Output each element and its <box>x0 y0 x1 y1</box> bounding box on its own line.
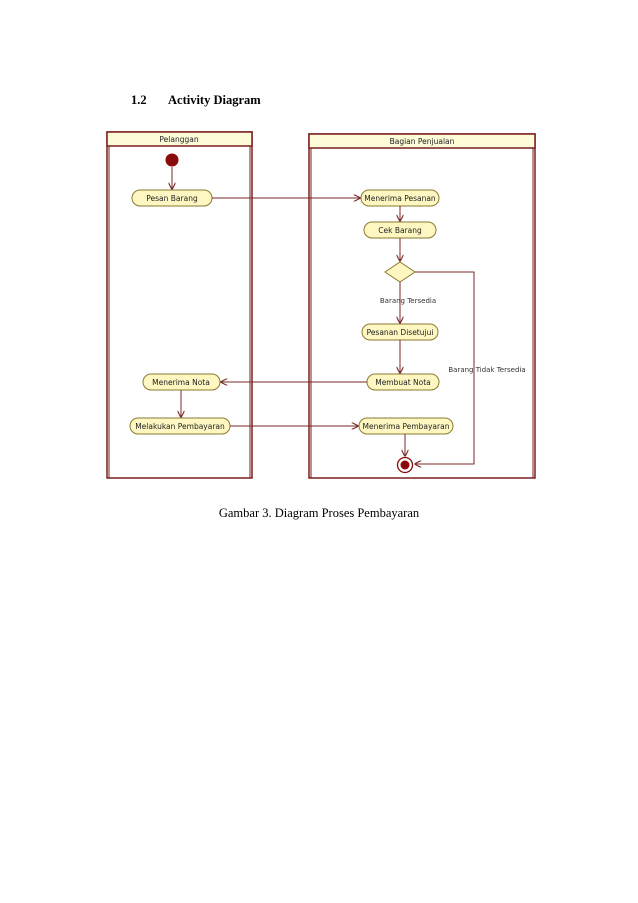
decision-node <box>384 261 416 283</box>
svg-text:Membuat Nota: Membuat Nota <box>375 378 431 387</box>
start-node <box>165 153 179 167</box>
guard-barang-tersedia: Barang Tersedia <box>380 297 436 305</box>
svg-text:Cek Barang: Cek Barang <box>378 226 422 235</box>
activity-menerima-pembayaran: Menerima Pembayaran <box>358 417 454 435</box>
activity-pesanan-disetujui: Pesanan Disetujui <box>361 323 439 341</box>
svg-text:Menerima Pembayaran: Menerima Pembayaran <box>363 422 450 431</box>
activity-menerima-nota: Menerima Nota <box>142 373 221 391</box>
svg-text:Pesanan Disetujui: Pesanan Disetujui <box>367 328 434 337</box>
figure-caption: Gambar 3. Diagram Proses Pembayaran <box>218 506 420 520</box>
swimlane-bagian-penjualan: Bagian Penjualan <box>308 133 536 479</box>
arrow-decision-to-end <box>415 271 475 464</box>
lane-title-bagian-penjualan: Bagian Penjualan <box>390 137 455 146</box>
svg-text:Menerima Pesanan: Menerima Pesanan <box>364 194 436 203</box>
section-number: 1.2 <box>131 93 147 107</box>
activity-menerima-pesanan: Menerima Pesanan <box>360 189 440 207</box>
section-title: Activity Diagram <box>168 93 261 107</box>
activity-membuat-nota: Membuat Nota <box>366 373 440 391</box>
lane-header <box>106 131 253 147</box>
svg-text:Pesan Barang: Pesan Barang <box>146 194 198 203</box>
lane-header <box>308 133 536 149</box>
activity-melakukan-pembayaran: Melakukan Pembayaran <box>129 417 231 435</box>
lane-title-pelanggan: Pelanggan <box>159 135 198 144</box>
activity-cek-barang: Cek Barang <box>363 221 437 239</box>
end-node <box>396 456 414 474</box>
guard-barang-tidak-tersedia: Barang Tidak Tersedia <box>448 366 525 374</box>
swimlane-pelanggan: Pelanggan <box>106 131 253 479</box>
svg-text:Menerima Nota: Menerima Nota <box>152 378 210 387</box>
svg-text:Melakukan Pembayaran: Melakukan Pembayaran <box>135 422 225 431</box>
activity-pesan-barang: Pesan Barang <box>131 189 213 207</box>
section-heading: 1.2 Activity Diagram <box>131 93 261 108</box>
